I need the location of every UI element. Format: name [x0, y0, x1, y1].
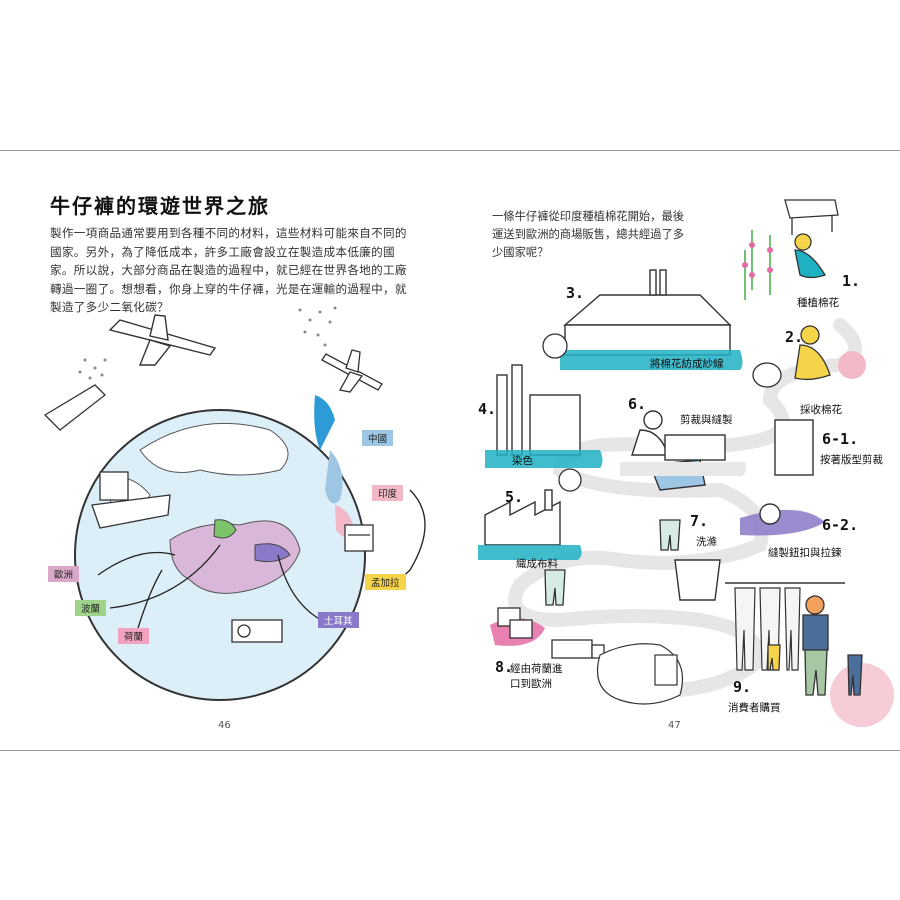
yarn-ball-icon [542, 333, 568, 359]
step-3-label: 將棉花紡成紗線 [650, 358, 724, 370]
step-6-label: 剪裁與縫製 [680, 414, 733, 426]
top-rule [0, 150, 900, 151]
map-tag-netherlands: 荷蘭 [118, 628, 150, 644]
map-tag-europe: 歐洲 [48, 566, 80, 582]
map-tag-india: 印度 [372, 485, 404, 501]
journey-intro: 一條牛仔褲從印度種植棉花開始，最後運送到歐洲的商場販售，總共經過了多少國家呢？ [492, 210, 685, 259]
bottom-rule [0, 750, 900, 751]
spinning-mill-icon [563, 269, 732, 356]
globe-illustration [74, 395, 366, 701]
map-tag-bangladesh: 孟加拉 [365, 574, 406, 590]
port-crane-icon [231, 619, 283, 643]
step-6-2-number: 6-2. [822, 516, 859, 534]
step-5-number: 5. [505, 488, 524, 506]
pattern-paper-icon [774, 419, 814, 476]
europe-map-icon [596, 643, 684, 705]
book-spread: 牛仔褲的環遊世界之旅 製作一項商品通常要用到各種不同的材料，這些材料可能來自不同… [0, 150, 900, 750]
step-7-label: 洗滌 [696, 536, 717, 548]
factory-india-icon [344, 524, 374, 552]
button-icon [759, 503, 781, 525]
step-4-number: 4. [478, 400, 497, 418]
step-1-number: 1. [842, 272, 861, 290]
step-3-number: 3. [566, 284, 585, 302]
intro-paragraph: 製作一項商品通常要用到各種不同的材料，這些材料可能來自不同的國家。另外，為了降低… [50, 226, 407, 314]
step-6-number: 6. [628, 395, 647, 413]
map-tag-china: 中國 [362, 430, 394, 446]
step-5-label: 織成布料 [516, 558, 558, 570]
step-6-1-label: 按著版型剪裁 [820, 454, 883, 466]
shopper-figure [767, 595, 863, 696]
dots-pattern [78, 306, 337, 380]
step-9-label: 消費者購買 [728, 702, 781, 714]
picker-figure [752, 325, 866, 388]
boxes-icon [497, 607, 533, 639]
dye-factory-icon [496, 364, 581, 456]
step-4-label: 染色 [512, 455, 533, 467]
jeans-icon [544, 519, 681, 606]
step-8-number: 8. [495, 658, 514, 676]
ship-icon [43, 384, 106, 431]
map-tag-poland: 波蘭 [75, 600, 107, 616]
step-2-label: 採收棉花 [800, 404, 842, 416]
airplane-small-icon [321, 349, 383, 393]
step-6-2-label: 縫製鈕扣與拉鍊 [768, 547, 842, 559]
farmer-figure [794, 233, 826, 279]
yarn-ball-2-icon [558, 468, 582, 492]
map-tag-turkey: 土耳其 [318, 612, 359, 628]
ox-icon [784, 199, 839, 235]
cargo-ship-icon [91, 471, 171, 529]
page-title: 牛仔褲的環遊世界之旅 [50, 194, 270, 218]
truck-icon [551, 639, 605, 659]
cotton-plant-icon [744, 230, 771, 300]
step-7-number: 7. [690, 512, 709, 530]
illustration-layer [43, 199, 894, 727]
step-6-1-number: 6-1. [822, 430, 859, 448]
page-number-left: 46 [218, 720, 231, 731]
airplane-icon [108, 314, 217, 366]
step-2-number: 2. [785, 328, 804, 346]
wash-tub-icon [674, 559, 721, 601]
step-9-number: 9. [733, 678, 752, 696]
page-number-right: 47 [668, 720, 681, 731]
step-8-label: 經由荷蘭進口到歐洲 [510, 663, 563, 690]
step-1-label: 種植棉花 [797, 297, 839, 309]
